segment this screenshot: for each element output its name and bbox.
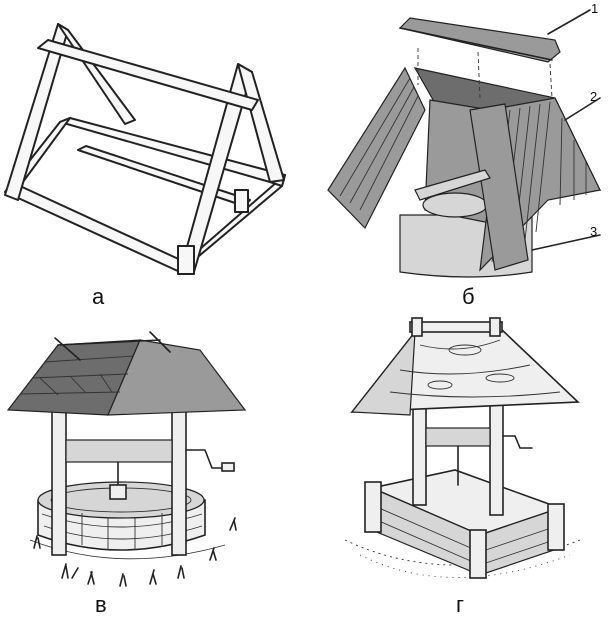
callout-1-label: 1: [591, 1, 598, 16]
panel-b-caption: б: [462, 284, 475, 309]
lid-planks: [339, 77, 419, 211]
log-rows: [371, 504, 561, 566]
panel-a-frame-drawing: [4, 23, 286, 275]
panel-g-caption: г: [456, 592, 464, 617]
panel-a-caption: а: [92, 284, 105, 309]
grass-tufts: [33, 517, 237, 587]
panel-v-caption: в: [95, 592, 107, 617]
callout-2-label: 2: [590, 89, 597, 104]
panel-v-stone-well-drawing: [6, 331, 247, 587]
shingle-rows: [19, 355, 135, 396]
panel-b-roof-drawing: [327, 9, 602, 278]
roof-wood-grain: [389, 339, 561, 398]
panel-g-log-well-drawing: [344, 317, 581, 579]
callout-3-label: 3: [590, 224, 597, 239]
